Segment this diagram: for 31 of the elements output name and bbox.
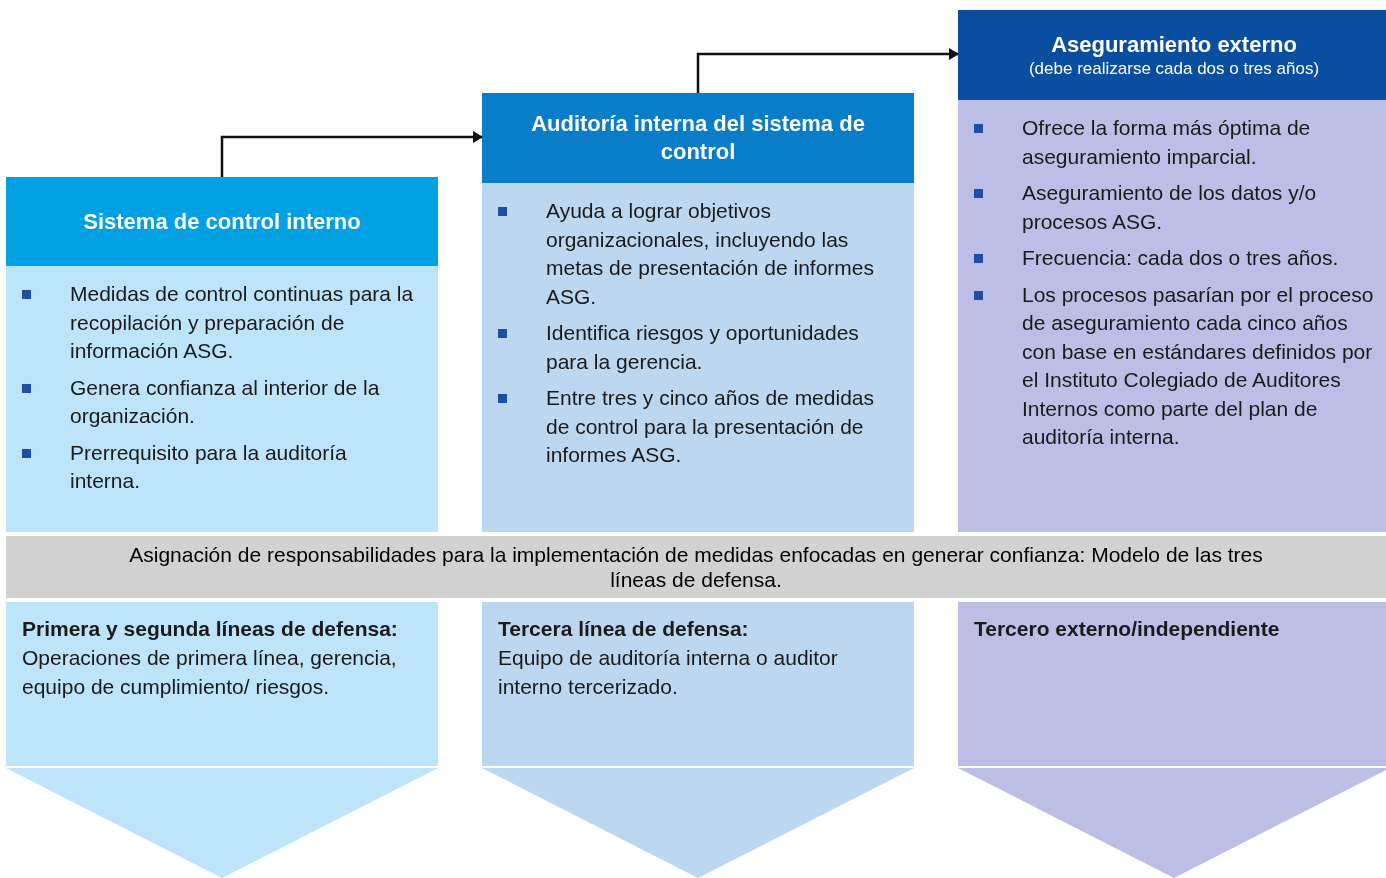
role-panel (6, 602, 438, 766)
role-heading: Tercero externo/independiente (974, 616, 1281, 642)
process-column (482, 93, 914, 532)
bullet-text: Entre tres y cinco años de medidas de control para la presentación de informes ASG. (546, 386, 874, 466)
chevron-shape (6, 768, 438, 878)
role-heading: Primera y segunda líneas de defensa: (22, 616, 399, 642)
role-panel (482, 602, 914, 766)
process-column (6, 177, 438, 532)
role-panel (958, 602, 1386, 766)
bullet-text: Los procesos pasarían por el proceso de aseguramiento cada cinco años con base en estándares definidos por el Instituto Colegiado de Auditores Internos como parte del plan de auditoría interna. (1022, 282, 1374, 448)
role-text: Operaciones de primera línea, gerencia, equipo de cumplimiento/ riesgos. (22, 645, 398, 700)
bullet-text: Aseguramiento de los datos y/o procesos ASG. (1022, 181, 1317, 233)
header-title: Auditoría interna del sistema de control (530, 110, 866, 166)
header-title: Aseguramiento externo (1050, 31, 1298, 59)
bullet-text: Genera confianza al interior de la organización. (70, 375, 380, 427)
bullet-text: Medidas de control continuas para la recopilación y preparación de información ASG. (70, 282, 414, 362)
chevron-shape (482, 768, 914, 878)
banner-text: Asignación de responsabilidades para la implementación de medidas enfocadas en generar confianza: Modelo de las tres líneas de defensa. (6, 536, 1386, 598)
arrow (220, 131, 483, 177)
bullet-text: Ofrece la forma más óptima de aseguramiento imparcial. (1022, 116, 1311, 168)
bullet-text: Identifica riesgos y oportunidades para la gerencia. (546, 321, 859, 373)
bullet-text: Prerrequisito para la auditoría interna. (70, 440, 347, 492)
chevron-shape (958, 768, 1386, 878)
header-title: Sistema de control interno (82, 207, 362, 236)
process-column (958, 10, 1386, 532)
bullet-text: Frecuencia: cada dos o tres años. (1022, 246, 1339, 269)
header-subtitle: (debe realizarse cada dos o tres años) (1027, 59, 1321, 79)
bullet-text: Ayuda a lograr objetivos organizacionales, incluyendo las metas de presentación de informes ASG. (546, 199, 874, 308)
arrow (696, 48, 959, 93)
role-text: Equipo de auditoría interna o auditor interno tercerizado. (498, 645, 839, 700)
role-heading: Tercera línea de defensa: (498, 616, 750, 642)
